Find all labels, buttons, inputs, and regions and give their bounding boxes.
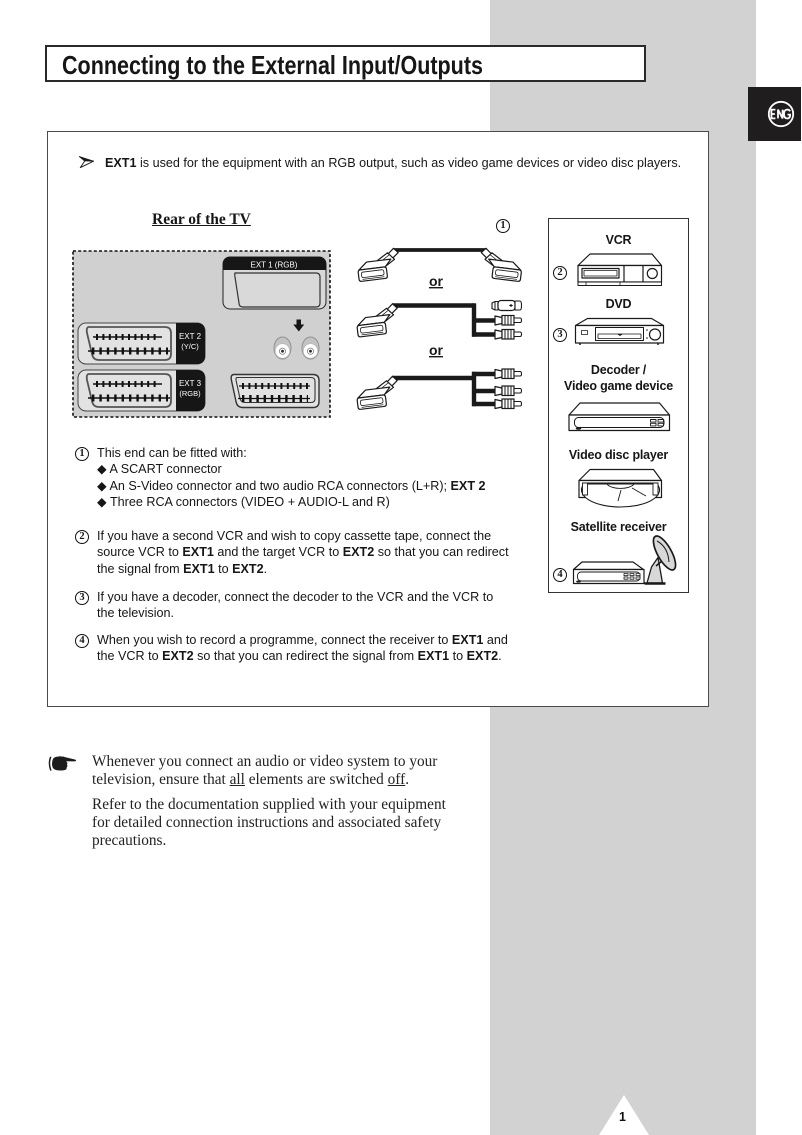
svg-text:or: or bbox=[429, 342, 444, 358]
svg-text:or: or bbox=[429, 273, 444, 289]
svg-text:EXT 3: EXT 3 bbox=[179, 379, 202, 388]
svg-text:(Y/C): (Y/C) bbox=[181, 342, 199, 351]
svg-text:1: 1 bbox=[619, 1110, 626, 1124]
svg-text:EXT 1 (RGB): EXT 1 (RGB) bbox=[251, 261, 298, 270]
svg-text:(RGB): (RGB) bbox=[179, 389, 201, 398]
svg-text:EXT 2: EXT 2 bbox=[179, 332, 202, 341]
